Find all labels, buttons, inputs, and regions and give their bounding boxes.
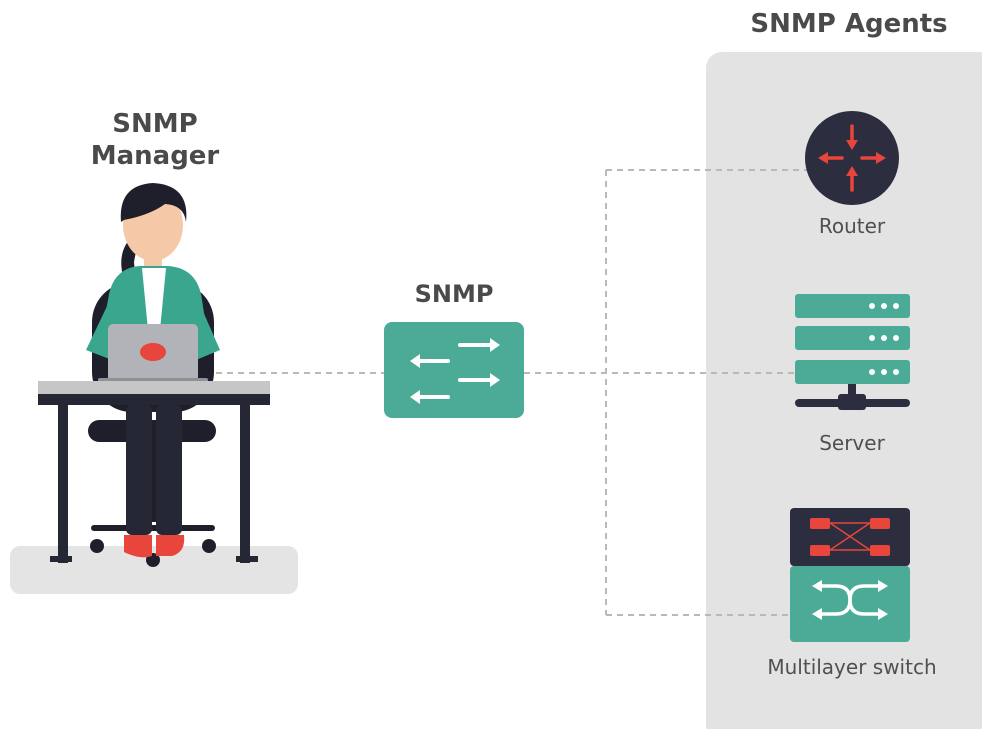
router-icon	[805, 111, 899, 205]
agents-title: SNMP Agents	[750, 9, 948, 39]
multilayer-switch-icon	[790, 508, 910, 642]
connector-lines	[205, 169, 808, 616]
protocol-label: SNMP	[414, 280, 494, 308]
manager-title: SNMP Manager	[70, 108, 240, 172]
server-icon	[795, 294, 910, 410]
manager-title-line1: SNMP	[112, 109, 198, 139]
manager-illustration	[38, 183, 270, 567]
router-label: Router	[818, 214, 886, 238]
floor-mat	[10, 546, 298, 594]
multilayer-switch-label: Multilayer switch	[767, 655, 937, 679]
agents-panel	[706, 52, 982, 729]
snmp-exchange-icon	[384, 322, 524, 418]
manager-title-line2: Manager	[90, 141, 220, 171]
server-label: Server	[819, 431, 885, 455]
